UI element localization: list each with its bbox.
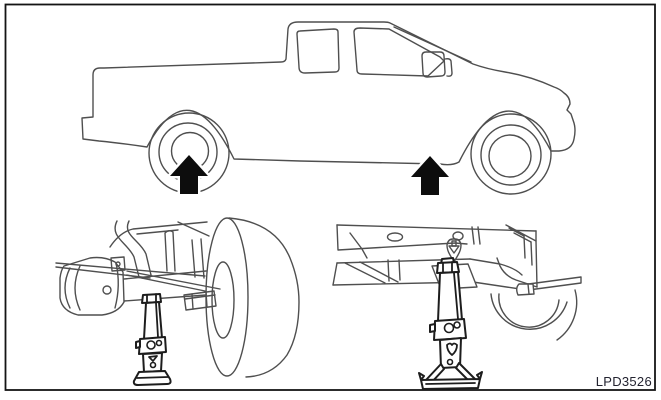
- front-tire-partial: [490, 289, 578, 341]
- rear-jack-point-arrow-icon: [167, 152, 211, 197]
- tie-rod: [516, 276, 582, 296]
- suspension-links: [55, 256, 221, 292]
- crossmember: [332, 258, 523, 290]
- rear-quarter-window: [296, 28, 340, 74]
- rear-axle-jack-detail: [55, 217, 300, 378]
- side-mirror-flap: [444, 58, 453, 77]
- front-wheel: [470, 113, 552, 195]
- rocker-sill: [496, 224, 538, 288]
- truck-side-view: [81, 21, 576, 195]
- front-jack-point-arrow-icon: [408, 153, 452, 198]
- floor-pan: [336, 224, 537, 259]
- front-jack: [418, 257, 483, 390]
- rear-tire: [205, 217, 300, 378]
- truck-body-outline: [81, 21, 576, 166]
- side-mirror: [421, 51, 446, 78]
- figure-border: [4, 3, 656, 391]
- front-door-window: [353, 27, 445, 77]
- jack-point-marker-icon: [446, 238, 462, 263]
- front-jack-base: [418, 371, 483, 390]
- rear-jack: [132, 293, 172, 386]
- figure-code: LPD3526: [595, 374, 652, 389]
- spring-bracket: [183, 290, 217, 311]
- frame-above-axle: [109, 221, 210, 279]
- cab-windows: [296, 27, 453, 78]
